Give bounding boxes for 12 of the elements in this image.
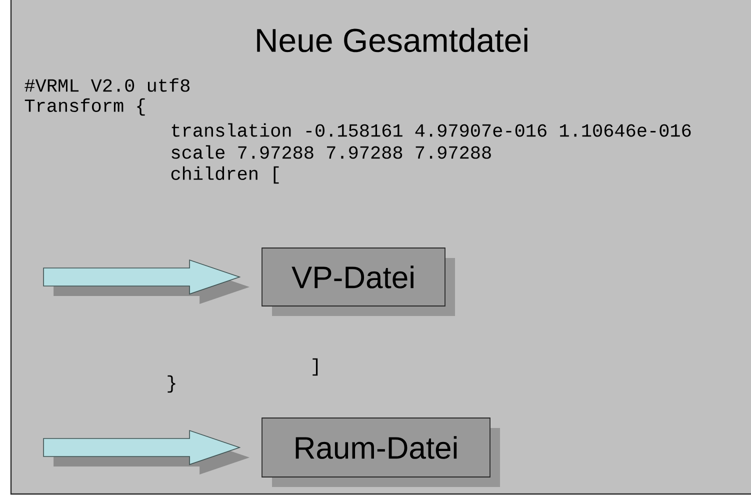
code-line: ] [312, 358, 318, 376]
code-line: Transform { [24, 98, 145, 116]
block-arrow [43, 259, 250, 304]
code-line: scale 7.97288 7.97288 7.97288 [172, 145, 491, 159]
code-line: } [168, 375, 176, 393]
block-arrow [43, 430, 250, 474]
code-line: translation -0.158161 4.97907e-016 1.10646e-016 [172, 123, 691, 137]
file-box: VP-Datei [262, 248, 455, 316]
code-line: #VRML V2.0 utf8 [24, 78, 190, 92]
file-box: Raum-Datei [262, 418, 500, 487]
code-line: children [ [171, 166, 279, 184]
title: Neue Gesamtdatei [257, 28, 528, 52]
